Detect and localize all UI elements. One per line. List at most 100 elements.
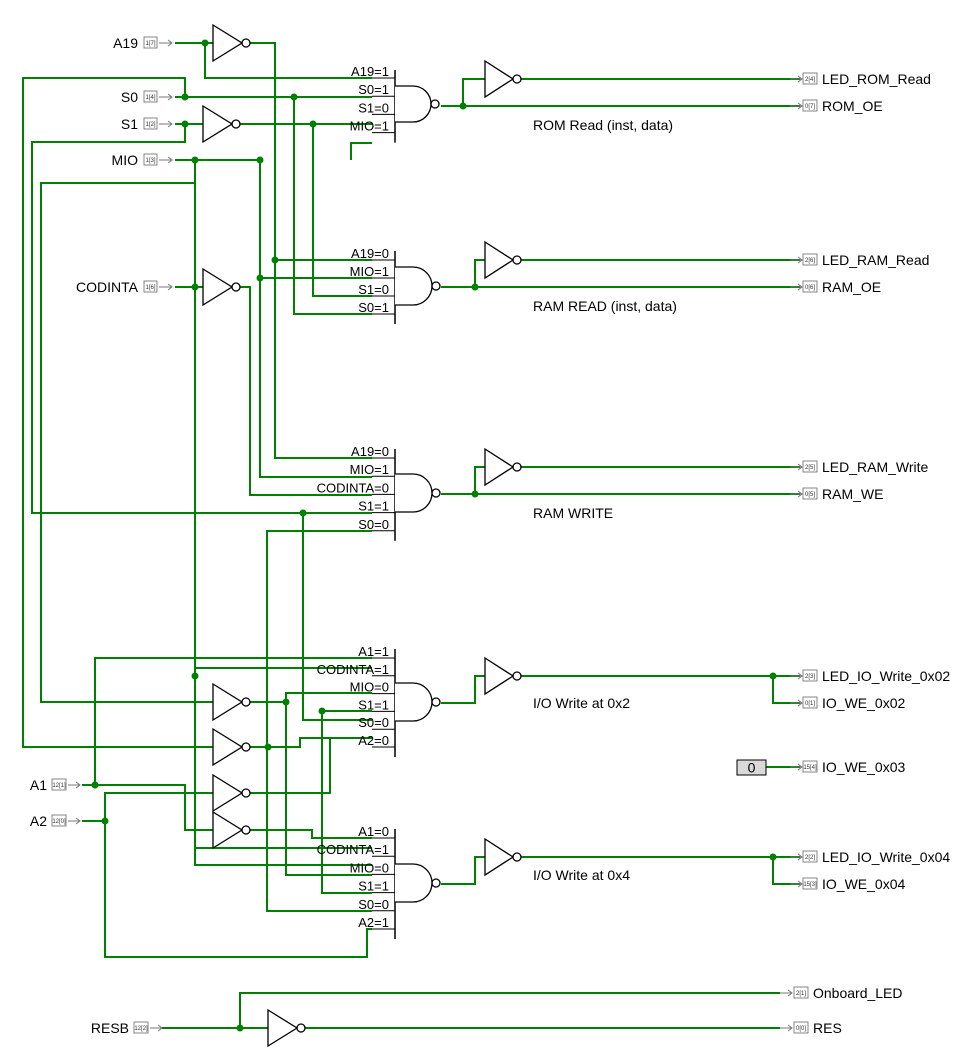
gate-input-label: MIO=1 xyxy=(350,462,389,477)
input-label: A19 xyxy=(113,35,138,51)
gate-input-label: MIO=1 xyxy=(350,119,389,134)
output-label: RAM_WE xyxy=(822,486,883,502)
inverter-ramw-out xyxy=(484,447,522,487)
gate-input-label: S1=0 xyxy=(358,100,389,115)
wires xyxy=(22,42,800,1029)
output-label: LED_RAM_Write xyxy=(822,459,929,475)
output-ram-oe: 0[6] RAM_OE xyxy=(790,279,881,295)
svg-text:0[7]: 0[7] xyxy=(805,104,815,110)
gate-input-label: A19=0 xyxy=(351,246,389,261)
input-pins: A19 1[7] S0 1[4] S1 1[2] MIO 1[3] CODINT… xyxy=(30,35,173,1036)
gate-description: RAM READ (inst, data) xyxy=(533,298,677,314)
output-led-ram-write: 2[5] LED_RAM_Write xyxy=(790,459,929,475)
input-label: RESB xyxy=(91,1020,129,1036)
gate-input-label: A2=0 xyxy=(358,733,389,748)
gate-input-label: S0=1 xyxy=(358,82,389,97)
output-label: Onboard_LED xyxy=(813,985,903,1001)
svg-text:0[6]: 0[6] xyxy=(805,285,815,291)
inverter-io2-out xyxy=(484,656,522,696)
output-label: LED_IO_Write_0x02 xyxy=(822,668,950,684)
gate-input-label: A1=1 xyxy=(358,644,389,659)
svg-text:0[1]: 0[1] xyxy=(805,701,815,707)
svg-text:2[1]: 2[1] xyxy=(796,991,806,997)
gate-input-label: A2=1 xyxy=(358,915,389,930)
junctions xyxy=(91,39,777,1032)
output-label: RAM_OE xyxy=(822,279,881,295)
gate-input-label: S0=0 xyxy=(358,517,389,532)
output-led-rom-read: 2[4] LED_ROM_Read xyxy=(790,71,931,87)
gate-input-label: CODINTA=1 xyxy=(317,662,389,677)
input-label: S0 xyxy=(121,89,138,105)
inverter-mio xyxy=(212,682,251,722)
output-led-io-write-0x04: 2[2] LED_IO_Write_0x04 xyxy=(790,849,950,865)
gate-description: ROM Read (inst, data) xyxy=(533,117,673,133)
gate-input-label: CODINTA=0 xyxy=(317,480,389,495)
output-label: LED_RAM_Read xyxy=(822,252,929,268)
inverter-a1 xyxy=(212,810,251,850)
output-io-we-0x03: 15[4] IO_WE_0x03 xyxy=(790,759,905,775)
input-label: A1 xyxy=(30,777,47,793)
gate-input-label: A1=0 xyxy=(358,824,389,839)
svg-text:15[4]: 15[4] xyxy=(803,765,817,771)
svg-text:0[5]: 0[5] xyxy=(805,492,815,498)
svg-text:12[2]: 12[2] xyxy=(134,1026,148,1032)
svg-text:12[1]: 12[1] xyxy=(52,783,66,789)
gate-input-label: S1=1 xyxy=(358,697,389,712)
output-label: LED_ROM_Read xyxy=(822,71,931,87)
output-label: IO_WE_0x02 xyxy=(822,695,905,711)
svg-text:1[2]: 1[2] xyxy=(145,122,155,128)
output-led-io-write-0x02: 2[3] LED_IO_Write_0x02 xyxy=(790,668,950,684)
input-label: MIO xyxy=(112,152,139,168)
gate-input-label: MIO=0 xyxy=(350,860,389,875)
input-s1: S1 1[2] xyxy=(121,116,173,132)
gate-input-label: S0=0 xyxy=(358,897,389,912)
output-label: RES xyxy=(813,1020,842,1036)
svg-text:2[3]: 2[3] xyxy=(805,674,815,680)
output-label: IO_WE_0x04 xyxy=(822,876,905,892)
input-codinta: CODINTA 1[6] xyxy=(76,279,173,295)
svg-text:12[0]: 12[0] xyxy=(52,819,66,825)
gate-input-label: S1=0 xyxy=(358,282,389,297)
output-label: ROM_OE xyxy=(822,98,883,114)
svg-text:1[7]: 1[7] xyxy=(145,41,155,47)
svg-text:2[5]: 2[5] xyxy=(805,465,815,471)
input-label: S1 xyxy=(121,116,138,132)
output-label: IO_WE_0x03 xyxy=(822,759,905,775)
gate-input-label: S0=0 xyxy=(358,715,389,730)
input-a2: A2 12[0] xyxy=(30,813,81,829)
svg-text:0[0]: 0[0] xyxy=(796,1026,806,1032)
svg-text:1[3]: 1[3] xyxy=(145,158,155,164)
inverter-ramr-out xyxy=(484,240,522,280)
input-label: A2 xyxy=(30,813,47,829)
svg-text:1[6]: 1[6] xyxy=(145,285,155,291)
output-pins: 2[4] LED_ROM_Read 0[7] ROM_OE 2[6] LED_R… xyxy=(780,71,950,1036)
constant-zero: 0 xyxy=(736,759,767,776)
gate-input-label: A19=0 xyxy=(351,444,389,459)
gate-description: RAM WRITE xyxy=(533,505,613,521)
input-a1: A1 12[1] xyxy=(30,777,81,793)
constant-value: 0 xyxy=(748,760,756,776)
svg-text:2[4]: 2[4] xyxy=(805,77,815,83)
gate-input-label: S1=1 xyxy=(358,499,389,514)
output-io-we-0x02: 0[1] IO_WE_0x02 xyxy=(790,695,905,711)
output-res: 0[0] RES xyxy=(780,1020,842,1036)
inverter-io4-out xyxy=(484,837,522,877)
output-ram-we: 0[5] RAM_WE xyxy=(790,486,883,502)
svg-text:15[3]: 15[3] xyxy=(803,882,817,888)
output-label: LED_IO_Write_0x04 xyxy=(822,849,950,865)
gate-description: I/O Write at 0x4 xyxy=(533,867,630,883)
inverter-a19 xyxy=(212,23,251,63)
svg-text:2[6]: 2[6] xyxy=(805,258,815,264)
input-a19: A19 1[7] xyxy=(113,35,173,51)
gate-input-label: S1=1 xyxy=(358,879,389,894)
inverter-resb xyxy=(267,1008,306,1048)
inverter-s0 xyxy=(212,727,251,767)
inverter-s1 xyxy=(202,104,241,144)
inverter-rom-out xyxy=(484,59,522,99)
